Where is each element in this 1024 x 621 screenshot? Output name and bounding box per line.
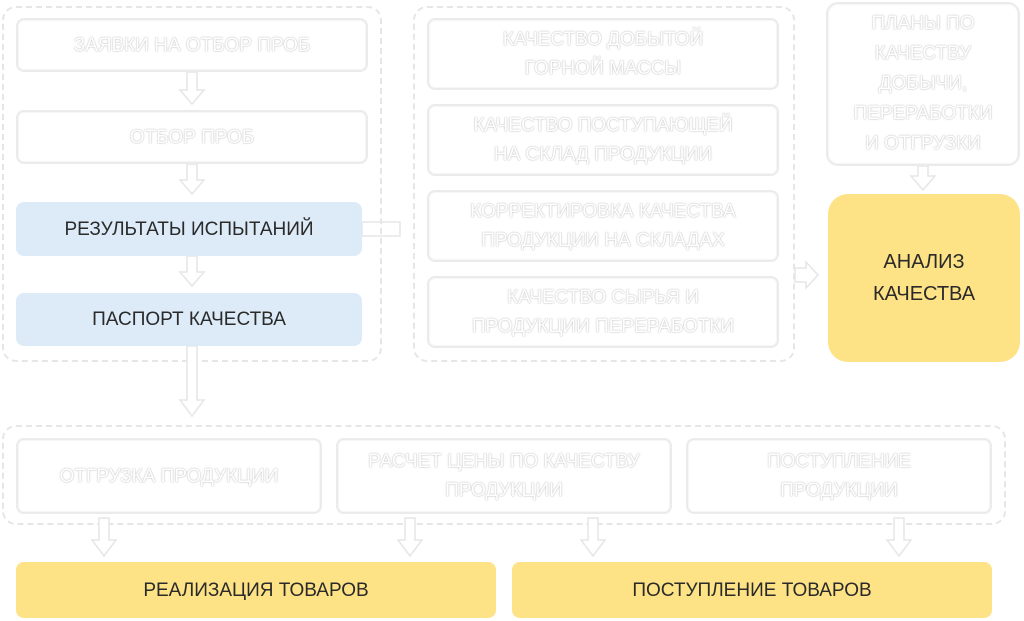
arrow-plans-to-analysis bbox=[909, 165, 937, 192]
arrow-bottom-to-sales-1 bbox=[90, 517, 118, 558]
test-results-box: РЕЗУЛЬТАТЫ ИСПЫТАНИЙ bbox=[16, 202, 362, 256]
arrow-bottom-to-receipt-1 bbox=[579, 517, 607, 558]
price-by-quality-box: РАСЧЕТ ЦЕНЫ ПО КАЧЕСТВУ ПРОДУКЦИИ bbox=[336, 438, 672, 514]
arrow-sampling-to-results bbox=[178, 163, 206, 196]
quality-passport-box: ПАСПОРТ КАЧЕСТВА bbox=[16, 293, 362, 346]
product-receipt-box: ПОСТУПЛЕНИЕ ПРОДУКЦИИ bbox=[686, 438, 992, 514]
raw-processing-quality-box: КАЧЕСТВО СЫРЬЯ И ПРОДУКЦИИ ПЕРЕРАБОТКИ bbox=[427, 276, 779, 348]
mined-mass-quality-box: КАЧЕСТВО ДОБЫТОЙ ГОРНОЙ МАССЫ bbox=[427, 18, 779, 90]
sampling-box: ОТБОР ПРОБ bbox=[16, 110, 368, 164]
arrow-results-to-passport bbox=[178, 255, 206, 288]
goods-sales-box: РЕАЛИЗАЦИЯ ТОВАРОВ bbox=[16, 562, 496, 618]
arrow-passport-to-bottom bbox=[178, 345, 206, 418]
arrow-middle-to-analysis bbox=[794, 260, 820, 290]
arrow-bottom-to-sales-2 bbox=[396, 517, 424, 558]
arrow-requests-to-sampling bbox=[178, 71, 206, 106]
link-results-to-middle bbox=[361, 221, 401, 237]
warehouse-quality-correction-box: КОРРЕКТИРОВКА КАЧЕСТВА ПРОДУКЦИИ НА СКЛА… bbox=[427, 190, 779, 262]
arrow-bottom-to-receipt-2 bbox=[885, 517, 913, 558]
bottom-group-frame bbox=[2, 425, 1006, 525]
sample-requests-box: ЗАЯВКИ НА ОТБОР ПРОБ bbox=[16, 18, 368, 72]
goods-receipt-box: ПОСТУПЛЕНИЕ ТОВАРОВ bbox=[512, 562, 992, 618]
shipment-box: ОТГРУЗКА ПРОДУКЦИИ bbox=[16, 438, 322, 514]
warehouse-incoming-quality-box: КАЧЕСТВО ПОСТУПАЮЩЕЙ НА СКЛАД ПРОДУКЦИИ bbox=[427, 104, 779, 176]
quality-plans-box: ПЛАНЫ ПО КАЧЕСТВУ ДОБЫЧИ, ПЕРЕРАБОТКИ И … bbox=[826, 2, 1020, 166]
middle-group-frame bbox=[413, 6, 795, 362]
quality-analysis-box: АНАЛИЗ КАЧЕСТВА bbox=[828, 194, 1020, 362]
